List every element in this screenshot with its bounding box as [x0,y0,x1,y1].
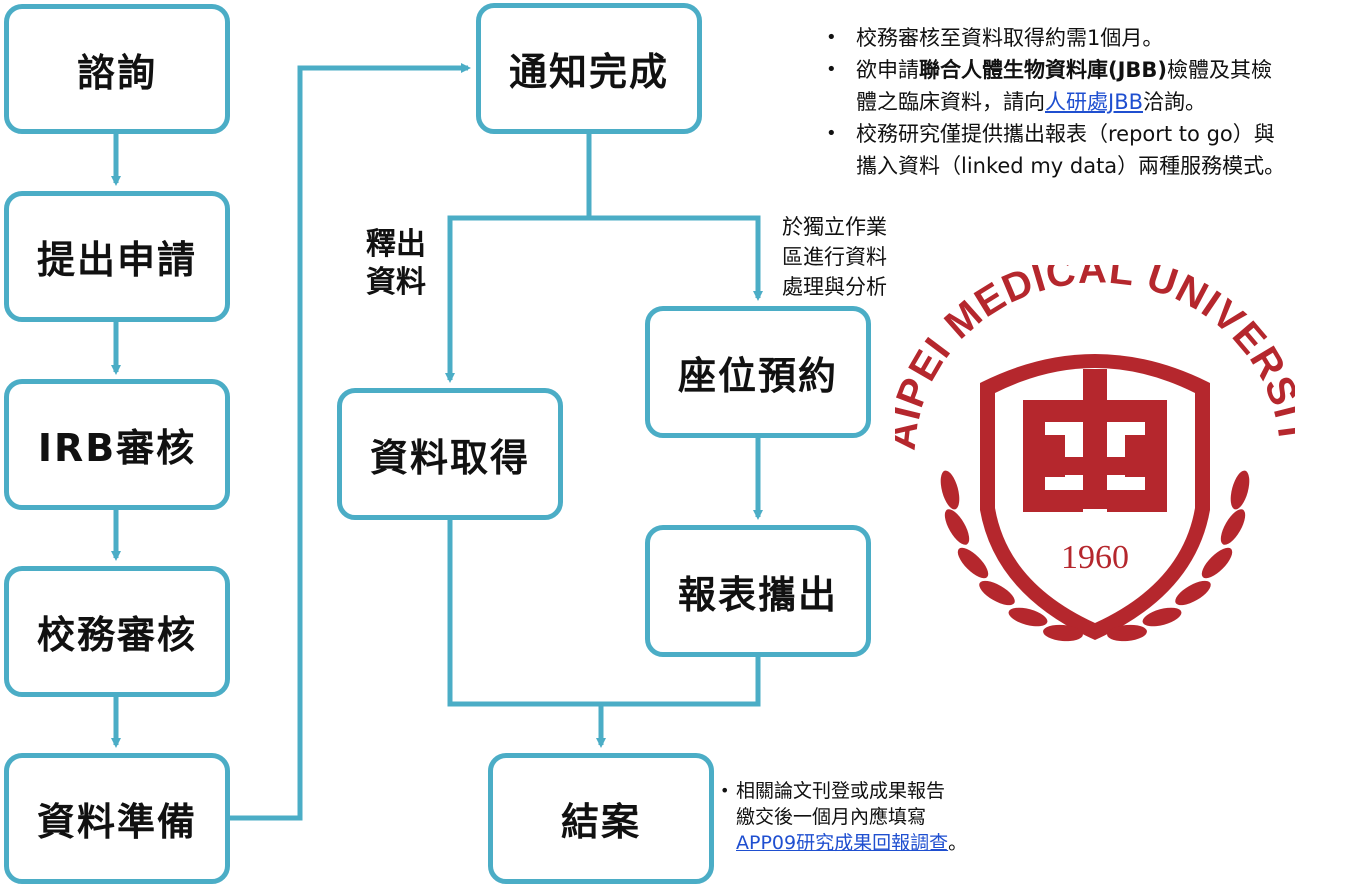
arrow-split-obtain [445,215,589,383]
step-report-out-label: 報表攜出 [677,572,838,617]
release-data-label: 釋出 資料 [366,227,426,300]
logo-year: 1960 [1061,539,1129,576]
step-school-review: 校務審核 [4,566,230,697]
step-notify-done: 通知完成 [476,3,702,134]
step-data-prep: 資料準備 [4,753,230,884]
university-logo: TAIPEI MEDICAL UNIVERSITY 1960 [895,265,1295,642]
line-report-merge [601,657,761,707]
step-report-out: 報表攜出 [645,525,871,657]
line-obtain-merge [447,520,601,707]
step-close-case: 結案 [488,753,714,884]
step-seat-reserve-label: 座位預約 [677,353,838,398]
step-apply: 提出申請 [4,191,230,322]
note-item: • 校務研究僅提供攜出報表（report to go）與 攜入資料（linked… [826,122,1286,178]
note-item: • 校務審核至資料取得約需1個月。 [826,26,1164,50]
arrow-split-seat [589,215,763,301]
step-irb-label: IRB審核 [37,426,197,470]
step-data-prep-label: 資料準備 [36,800,197,844]
logo-emblem [1023,369,1167,512]
note-item: • 欲申請聯合人體生物資料庫(JBB)檢體及其檢 體之臨床資料，請向人研處JBB… [826,58,1273,114]
workspace-label: 於獨立作業 區進行資料 處理與分析 [782,215,887,299]
step-data-obtain-label: 資料取得 [369,435,530,480]
jbb-link[interactable]: 人研處JBB [1045,90,1144,114]
app09-survey-link[interactable]: APP09研究成果回報調查 [736,832,949,854]
arrow-prep-notify [230,63,471,821]
step-notify-done-label: 通知完成 [508,50,669,94]
step-consult: 諮詢 [4,4,230,134]
step-close-case-label: 結案 [560,800,641,844]
close-case-note: • 相關論文刊登或成果報告 繳交後一個月內應填寫 APP09研究成果回報調查。 [720,780,968,854]
step-seat-reserve: 座位預約 [645,306,871,438]
step-irb: IRB審核 [4,379,230,510]
step-consult-label: 諮詢 [76,50,157,95]
notes-list: • 校務審核至資料取得約需1個月。 • 欲申請聯合人體生物資料庫(JBB)檢體及… [822,22,1367,182]
step-data-obtain: 資料取得 [337,388,563,520]
logo-laurel [940,470,1250,642]
step-school-review-label: 校務審核 [36,613,197,657]
step-apply-label: 提出申請 [36,238,197,282]
